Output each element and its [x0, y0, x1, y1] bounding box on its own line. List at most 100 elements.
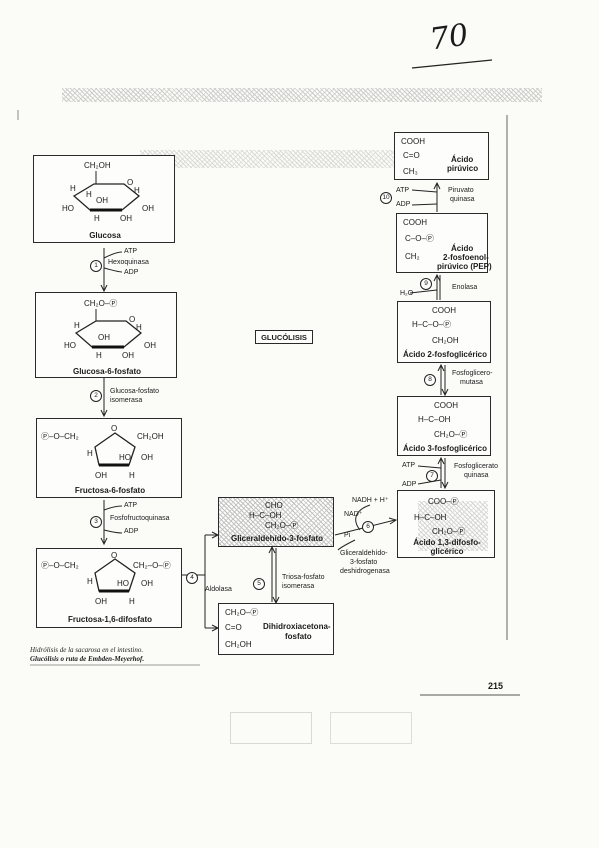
f16bp-ring — [94, 558, 136, 593]
g6p-ring — [74, 309, 143, 349]
bleed-through-box-1 — [230, 712, 312, 744]
g6p-h3: H — [96, 351, 102, 360]
glucosa-oh2: OH — [142, 204, 154, 213]
caption-line-1: Hidrólisis de la sacarosa en el intestin… — [30, 646, 144, 654]
f16bp-label: Fructosa-1,6-difosfato — [67, 615, 152, 624]
acido-3-fosfoglicerico-box: COOH H–C–OH CH₂O–Ⓟ Ácido 3-fosfoglicéric… — [397, 396, 491, 456]
pga2-l2: H–C–O–Ⓟ — [412, 320, 452, 329]
f16bp-h1: H — [87, 577, 93, 586]
glucosa-ring — [72, 171, 141, 212]
fructosa-6-fosfato-box: Ⓟ–O–CH₂ CH₂OH O H HO OH OH H Fructosa-6-… — [36, 418, 182, 498]
piruvico-l3: CH₃ — [403, 167, 418, 176]
g6p-oh2: OH — [144, 341, 156, 350]
g6p-oh3: OH — [122, 351, 134, 360]
step-6-marker: 6 — [362, 521, 374, 533]
step-6-enzyme-3: deshidrogenasa — [340, 568, 390, 575]
glucolisis-label-box: GLUCÓLISIS — [255, 330, 313, 344]
f6p-o: O — [111, 424, 118, 433]
pep-l2: C–O–Ⓟ — [405, 234, 434, 243]
step-10-enzyme-1: Piruvato — [448, 187, 474, 194]
step-1-adp: ADP — [124, 269, 139, 276]
step-1-atp: ATP — [124, 248, 138, 255]
f6p-left: Ⓟ–O–CH₂ — [41, 432, 79, 441]
f6p-h2: H — [129, 471, 135, 480]
step-10-marker: 10 — [380, 192, 392, 204]
glucosa-o: O — [127, 178, 134, 187]
step-10-enzyme-2: quinasa — [450, 196, 475, 203]
f16bp-oh1: OH — [141, 579, 153, 588]
dhap-l3: CH₂OH — [225, 640, 252, 649]
step-7-marker: 7 — [426, 470, 438, 482]
f6p-oh1: OH — [141, 453, 153, 462]
step-6-enzyme-2: 3-fosfato — [350, 559, 378, 566]
pep-l3: CH₂ — [405, 252, 420, 261]
scan-smudge-banner — [62, 88, 542, 102]
pga2-l3: CH₂OH — [432, 336, 459, 345]
gap-label: Gliceraldehído-3-fosfato — [230, 534, 323, 543]
step-8-enzyme-2: mutasa — [460, 379, 483, 386]
bpg-l2: H–C–OH — [414, 513, 447, 522]
glucolisis-label: GLUCÓLISIS — [261, 333, 307, 342]
g6p-label: Glucosa-6-fosfato — [72, 367, 141, 376]
step-5-marker: 5 — [253, 578, 265, 590]
f6p-oh2: OH — [95, 471, 107, 480]
acido-piruvico-box: COOH C=O CH₃ Ácido pirúvico — [394, 132, 489, 180]
step-10-atp: ATP — [396, 187, 410, 194]
step-6-pi: Pi — [344, 532, 351, 539]
glucosa-h2: H — [86, 190, 92, 199]
glucosa-ho: HO — [62, 204, 74, 213]
glucosa-h1: H — [70, 184, 76, 193]
f16bp-oh2: OH — [95, 597, 107, 606]
step-1-marker: 1 — [90, 260, 102, 272]
step-7-adp: ADP — [402, 481, 417, 488]
bpg-smudge — [418, 501, 488, 551]
piruvico-l1: COOH — [401, 137, 425, 146]
piruvico-label-2: pirúvico — [447, 164, 479, 173]
dhap-label-2: fosfato — [285, 632, 312, 641]
dhap-l2: C=O — [225, 623, 242, 632]
bleed-through-box-2 — [330, 712, 412, 744]
f6p-right: CH₂OH — [137, 432, 164, 441]
step-5-enzyme-1: Triosa-fosfato — [282, 574, 325, 581]
glucosa-box: CH₂OH O H H H HO OH OH H OH Glucosa — [33, 155, 175, 243]
step-7-enzyme-1: Fosfoglicerato — [454, 463, 498, 470]
step-7-enzyme-2: quinasa — [464, 472, 489, 479]
glucosa-oh1: OH — [96, 196, 108, 205]
glucosa-ch2oh: CH₂OH — [84, 161, 111, 170]
g6p-h2: H — [136, 323, 142, 332]
step-9-water: H₂O — [400, 290, 414, 297]
f16bp-right: CH₂–O–Ⓟ — [133, 561, 171, 570]
g6p-oh1: OH — [98, 333, 110, 342]
pga3-l2: H–C–OH — [418, 415, 451, 424]
f6p-ho: HO — [119, 453, 131, 462]
gap-l1: CHO — [265, 501, 283, 510]
pga3-label: Ácido 3-fosfoglicérico — [402, 444, 487, 453]
pga2-l1: COOH — [432, 306, 456, 315]
step-8-marker: 8 — [424, 374, 436, 386]
step-9-enzyme: Enolasa — [452, 284, 478, 291]
g6p-h1: H — [74, 321, 80, 330]
step-4-enzyme: Aldolasa — [205, 586, 232, 593]
f6p-ring — [94, 432, 136, 467]
step-9-marker: 9 — [420, 278, 432, 290]
scan-smudge-banner-2 — [140, 150, 440, 168]
step-3-adp: ADP — [124, 528, 139, 535]
step-6-nadh: NADH + H⁺ — [352, 497, 389, 504]
f6p-h1: H — [87, 449, 93, 458]
step-1-enzyme: Hexoquinasa — [108, 259, 149, 266]
step-8-enzyme-1: Fosfoglicero- — [452, 370, 493, 377]
step-3-marker: 3 — [90, 516, 102, 528]
step-3-atp: ATP — [124, 502, 138, 509]
step-4-marker: 4 — [186, 572, 198, 584]
caption-line-2: Glucólisis o ruta de Embden-Meyerhof. — [30, 655, 145, 663]
pga2-label: Ácido 2-fosfoglicérico — [402, 350, 487, 359]
step-2-enzyme-2: isomerasa — [110, 397, 143, 404]
f16bp-h2: H — [129, 597, 135, 606]
g6p-ho: HO — [64, 341, 76, 350]
step-3-enzyme: Fosfofructoquinasa — [110, 515, 170, 522]
dhap-l1: CH₂O–Ⓟ — [225, 608, 259, 617]
f16bp-o: O — [111, 551, 118, 560]
pep-label-3: pirúvico (PEP) — [437, 262, 492, 271]
acido-2-fosfoglicerico-box: COOH H–C–O–Ⓟ CH₂OH Ácido 2-fosfoglicéric… — [397, 301, 491, 363]
